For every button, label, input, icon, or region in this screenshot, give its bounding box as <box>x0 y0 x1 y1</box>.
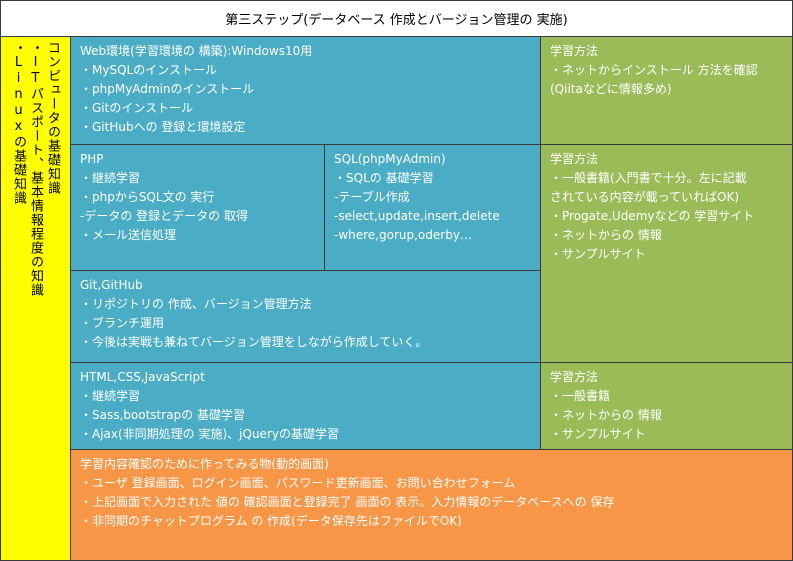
php-cell: PHP ・継続学習 ・phpからSQL文の 実行 -データの 登録とデータの 取… <box>70 144 325 271</box>
method-2-item: ・Progate,Udemyなどの 学習サイト <box>550 209 755 223</box>
git-item: ・今後は実戦も兼ねてバージョン管理をしながら作成していく。 <box>80 335 428 349</box>
web-env-item: ・MySQLのインストール <box>80 63 217 77</box>
project-heading: 学習内容確認のために作ってみる物(動的画面) <box>80 457 329 471</box>
sql-item: -select,update,insert,delete <box>334 209 500 223</box>
git-item: ・ブランチ運用 <box>80 316 165 330</box>
web-env-item: ・Gitのインストール <box>80 101 194 115</box>
method-2-item: ・サンプルサイト <box>550 247 646 261</box>
php-item: ・phpからSQL文の 実行 <box>80 190 215 204</box>
git-cell: Git,GitHub ・リポジトリの 作成、バージョン管理方法 ・ブランチ運用 … <box>70 270 541 363</box>
project-item: ・非同期のチャットプログラム の 作成(データ保存先はファイルでOK) <box>80 514 462 528</box>
web-env-cell: Web環境(学習環境の 構築):Windows10用 ・MySQLのインストール… <box>70 36 541 145</box>
method-1-heading: 学習方法 <box>550 44 599 58</box>
web-env-item: ・GitHubへの 登録と環境設定 <box>80 120 246 134</box>
html-css-js-item: ・継続学習 <box>80 389 141 403</box>
php-item: ・継続学習 <box>80 171 141 185</box>
html-css-js-cell: HTML,CSS,JavaScript ・継続学習 ・Sass,bootstra… <box>70 362 541 450</box>
git-heading: Git,GitHub <box>80 278 143 292</box>
sql-item: -テーブル作成 <box>334 190 410 204</box>
sql-heading: SQL(phpMyAdmin) <box>334 152 446 166</box>
sql-item: ・SQLの 基礎学習 <box>334 171 434 185</box>
method-2-heading: 学習方法 <box>550 152 599 166</box>
web-env-heading: Web環境(学習環境の 構築):Windows10用 <box>80 44 313 58</box>
php-item: ・メール送信処理 <box>80 228 177 242</box>
method-1-item: (Qiitaなどに情報多め) <box>550 82 672 96</box>
php-heading: PHP <box>80 152 104 166</box>
sql-item: -where,gorup,oderby… <box>334 228 472 242</box>
basic-knowledge-line-1: コンピュータの基礎知識 <box>45 41 60 195</box>
basic-knowledge-line-3: ・Linuxの基礎知識 <box>11 41 26 205</box>
html-css-js-item: ・Sass,bootstrapの 基礎学習 <box>80 408 245 422</box>
html-css-js-heading: HTML,CSS,JavaScript <box>80 370 205 384</box>
method-3-item: ・ネットからの 情報 <box>550 408 662 422</box>
project-item: ・上記画面で入力された 値の 確認画面と登録完了 画面の 表示。入力情報のデータ… <box>80 495 615 509</box>
web-env-item: ・phpMyAdminのインストール <box>80 82 255 96</box>
page-title-text: 第三ステップ(データベース 作成とバージョン管理の 実施) <box>225 13 568 28</box>
method-cell-3: 学習方法 ・一般書籍 ・ネットからの 情報 ・サンプルサイト <box>540 362 793 450</box>
method-3-heading: 学習方法 <box>550 370 599 384</box>
method-2-item: ・一般書籍(入門書で十分。左に記載 <box>550 171 747 185</box>
sql-cell: SQL(phpMyAdmin) ・SQLの 基礎学習 -テーブル作成 -sele… <box>324 144 541 271</box>
php-item: -データの 登録とデータの 取得 <box>80 209 248 223</box>
basic-knowledge-column: コンピュータの基礎知識 ・ITパスポート、基本情報程度の知識 ・Linuxの基礎… <box>0 36 71 561</box>
project-item: ・ユーザ 登録画面、ログイン画面、パスワード更新画面、お問い合わせフォーム <box>80 476 516 490</box>
method-2-item: されている内容が載っていればOK) <box>550 190 740 204</box>
method-2-item: ・ネットからの 情報 <box>550 228 662 242</box>
project-cell: 学習内容確認のために作ってみる物(動的画面) ・ユーザ 登録画面、ログイン画面、… <box>70 449 793 561</box>
html-css-js-item: ・Ajax(非同期処理の 実施)、jQueryの基礎学習 <box>80 427 339 441</box>
page-title: 第三ステップ(データベース 作成とバージョン管理の 実施) <box>0 0 793 37</box>
method-cell-2: 学習方法 ・一般書籍(入門書で十分。左に記載 されている内容が載っていればOK)… <box>540 144 793 363</box>
method-3-item: ・一般書籍 <box>550 389 611 403</box>
git-item: ・リポジトリの 作成、バージョン管理方法 <box>80 297 312 311</box>
basic-knowledge-line-2: ・ITパスポート、基本情報程度の知識 <box>28 41 43 297</box>
method-3-item: ・サンプルサイト <box>550 427 646 441</box>
method-1-item: ・ネットからインストール 方法を確認 <box>550 63 758 77</box>
method-cell-1: 学習方法 ・ネットからインストール 方法を確認 (Qiitaなどに情報多め) <box>540 36 793 145</box>
